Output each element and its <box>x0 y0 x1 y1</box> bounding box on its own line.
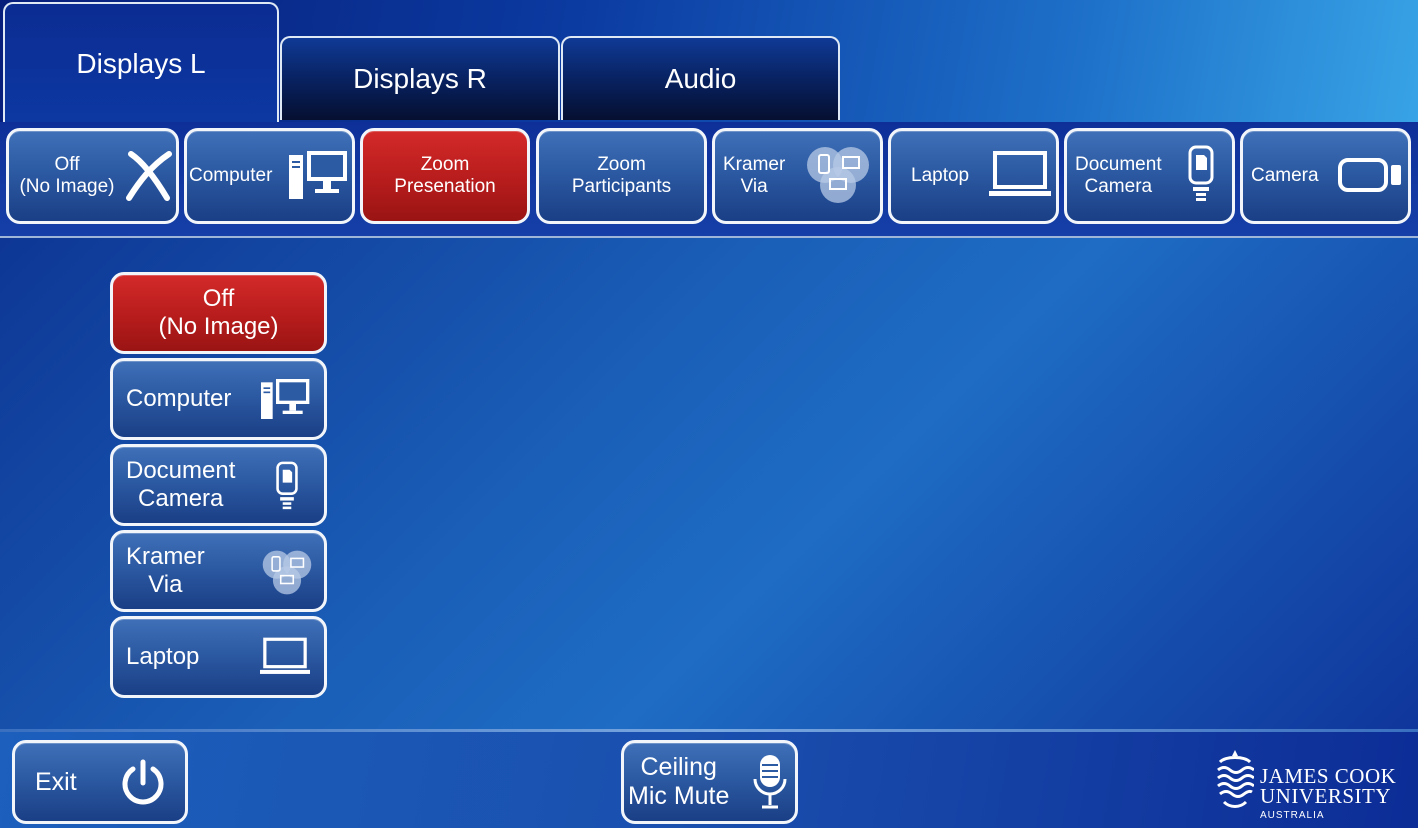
kramer-via-icon <box>262 550 312 595</box>
exit-label: Exit <box>35 767 77 796</box>
source-label-line1: Kramer <box>723 154 786 176</box>
source-computer-button[interactable]: Computer <box>184 128 355 224</box>
source-label-line1: Computer <box>189 165 273 187</box>
display-kramer-via-button[interactable]: Kramer Via <box>110 530 327 612</box>
source-label-line2: Via <box>740 176 768 197</box>
source-label-line2: (No Image) <box>19 176 115 197</box>
source-camera-button[interactable]: Camera <box>1240 128 1411 224</box>
source-label-line2: Participants <box>571 176 672 197</box>
logo-line3: AUSTRALIA <box>1260 810 1325 821</box>
logo-line2: UNIVERSITY <box>1260 784 1391 808</box>
source-off-button[interactable]: Off (No Image) <box>6 128 179 224</box>
source-kramer-via-button[interactable]: Kramer Via <box>712 128 883 224</box>
power-icon <box>122 759 164 805</box>
microphone-icon <box>753 755 787 809</box>
exit-button[interactable]: Exit <box>12 740 188 824</box>
source-document-camera-button[interactable]: Document Camera <box>1064 128 1235 224</box>
source-label-line1: Zoom <box>597 154 646 176</box>
source-label-line1: Zoom <box>420 154 470 176</box>
footer-divider <box>0 729 1418 732</box>
display-label-line2: Via <box>148 571 183 598</box>
laptop-icon <box>260 637 310 674</box>
display-label-line2: (No Image) <box>158 313 279 340</box>
source-zoom-participants-button[interactable]: Zoom Participants <box>536 128 707 224</box>
display-off-button[interactable]: Off (No Image) <box>110 272 327 354</box>
source-zoom-presentation-button[interactable]: Zoom Presenation <box>360 128 530 224</box>
laptop-icon <box>989 151 1051 196</box>
display-label-line1: Document <box>126 457 236 485</box>
source-laptop-button[interactable]: Laptop <box>888 128 1059 224</box>
display-label-line1: Laptop <box>126 643 200 671</box>
display-document-camera-button[interactable]: Document Camera <box>110 444 327 526</box>
desktop-computer-icon <box>261 379 310 419</box>
display-label-line2: Camera <box>138 485 224 512</box>
display-label-line1: Off <box>202 285 235 313</box>
ceiling-mic-mute-button[interactable]: Ceiling Mic Mute <box>621 740 798 824</box>
desktop-computer-icon <box>289 151 347 199</box>
source-label-line1: Camera <box>1251 165 1319 187</box>
tab-audio[interactable]: Audio <box>561 36 840 120</box>
logo-line1: JAMES COOK <box>1260 764 1397 788</box>
source-label-line1: Document <box>1075 154 1162 176</box>
display-label-line1: Computer <box>126 385 232 413</box>
document-camera-icon <box>276 461 298 510</box>
source-label-line1: Laptop <box>911 165 970 187</box>
mic-label-line2: Mic Mute <box>628 781 730 810</box>
mic-label-line1: Ceiling <box>640 753 717 781</box>
off-x-icon <box>126 151 172 201</box>
display-laptop-button[interactable]: Laptop <box>110 616 327 698</box>
tab-label: Displays L <box>76 48 206 79</box>
source-label-line1: Off <box>54 154 80 176</box>
source-label-line2: Camera <box>1084 176 1153 197</box>
tab-displays-r[interactable]: Displays R <box>280 36 560 120</box>
tab-displays-l[interactable]: Displays L <box>3 2 279 124</box>
kramer-via-icon <box>807 147 869 203</box>
tab-label: Displays R <box>353 63 487 94</box>
video-camera-icon <box>1338 158 1401 192</box>
document-camera-icon <box>1188 145 1214 201</box>
display-label-line1: Kramer <box>126 543 205 571</box>
strip-divider <box>0 236 1418 238</box>
display-computer-button[interactable]: Computer <box>110 358 327 440</box>
source-label-line2: Presenation <box>394 176 496 197</box>
jcu-logo: JAMES COOK UNIVERSITY AUSTRALIA <box>1216 748 1406 824</box>
jcu-crest-icon <box>1217 750 1254 808</box>
tab-label: Audio <box>664 63 737 94</box>
